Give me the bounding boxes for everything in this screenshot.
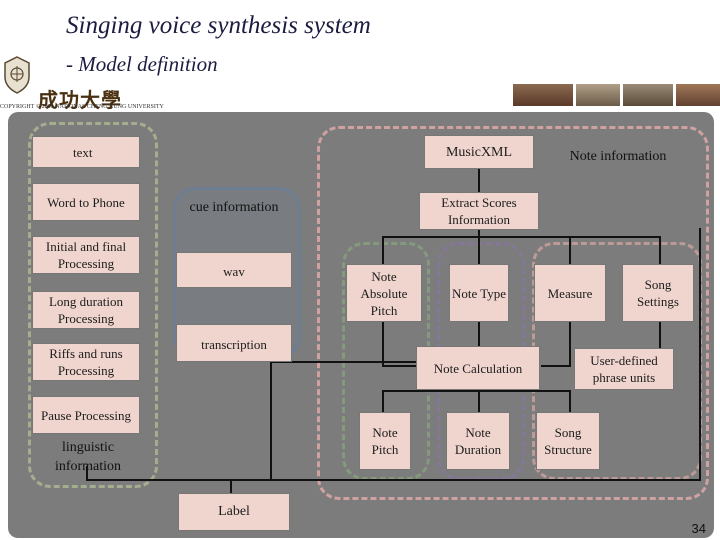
- note-absolute-pitch-box: Note Absolute Pitch: [346, 264, 422, 322]
- extract-scores-box: Extract Scores Information: [419, 192, 539, 230]
- campus-photo-1: [513, 84, 573, 106]
- connector-line: [569, 322, 571, 366]
- connector-line: [270, 361, 416, 363]
- campus-photo-4: [676, 84, 720, 106]
- connector-line: [478, 228, 480, 266]
- connector-line: [86, 466, 88, 480]
- note-calculation-box: Note Calculation: [416, 346, 540, 390]
- university-logo-text: 成功大學: [38, 90, 122, 112]
- note-type-box: Note Type: [449, 264, 509, 322]
- connector-line: [478, 322, 480, 348]
- connector-line: [541, 365, 571, 367]
- campus-photo-3: [623, 84, 673, 106]
- wav-box: wav: [176, 252, 292, 288]
- copyright-strip: COPYRIGHT © 2009 NATIONAL CHENG KUNG UNI…: [0, 104, 164, 110]
- note-pitch-box: Note Pitch: [359, 412, 411, 470]
- linguistic-group: [28, 122, 158, 488]
- connector-line: [569, 236, 571, 266]
- connector-line: [478, 168, 480, 194]
- slide-subtitle: - Model definition: [66, 52, 218, 76]
- connector-line: [270, 361, 272, 480]
- connector-line: [659, 322, 661, 350]
- university-logo-icon: [4, 56, 30, 94]
- cue-info-label: cue information: [189, 200, 279, 215]
- initial-final-box: Initial and final Processing: [32, 236, 140, 274]
- connector-line: [230, 480, 232, 495]
- song-structure-box: Song Structure: [536, 412, 600, 470]
- connector-line: [699, 228, 701, 481]
- pause-box: Pause Processing: [32, 396, 140, 434]
- connector-line: [382, 236, 660, 238]
- connector-line: [382, 390, 384, 414]
- transcription-box: transcription: [176, 324, 292, 362]
- note-duration-box: Note Duration: [446, 412, 510, 470]
- connector-line: [382, 236, 384, 266]
- label-box: Label: [178, 493, 290, 531]
- text-box: text: [32, 136, 140, 168]
- note-info-group: [317, 126, 709, 500]
- campus-photo-2: [576, 84, 620, 106]
- measure-box: Measure: [534, 264, 606, 322]
- song-settings-box: Song Settings: [622, 264, 694, 322]
- connector-line: [382, 365, 418, 367]
- linguistic-info-label: linguistic information: [54, 440, 122, 474]
- user-defined-box: User-defined phrase units: [574, 348, 674, 390]
- connector-line: [569, 390, 571, 414]
- connector-line: [659, 236, 661, 266]
- word-to-phone-box: Word to Phone: [32, 183, 140, 221]
- note-info-label: Note information: [569, 149, 667, 164]
- connector-line: [382, 322, 384, 366]
- connector-line: [478, 390, 480, 414]
- musicxml-box: MusicXML: [424, 135, 534, 169]
- riffs-runs-box: Riffs and runs Processing: [32, 343, 140, 381]
- connector-line: [86, 479, 700, 481]
- connector-line: [382, 390, 570, 392]
- slide-title: Singing voice synthesis system: [66, 12, 371, 39]
- long-duration-box: Long duration Processing: [32, 291, 140, 329]
- page-number: 34: [691, 521, 706, 536]
